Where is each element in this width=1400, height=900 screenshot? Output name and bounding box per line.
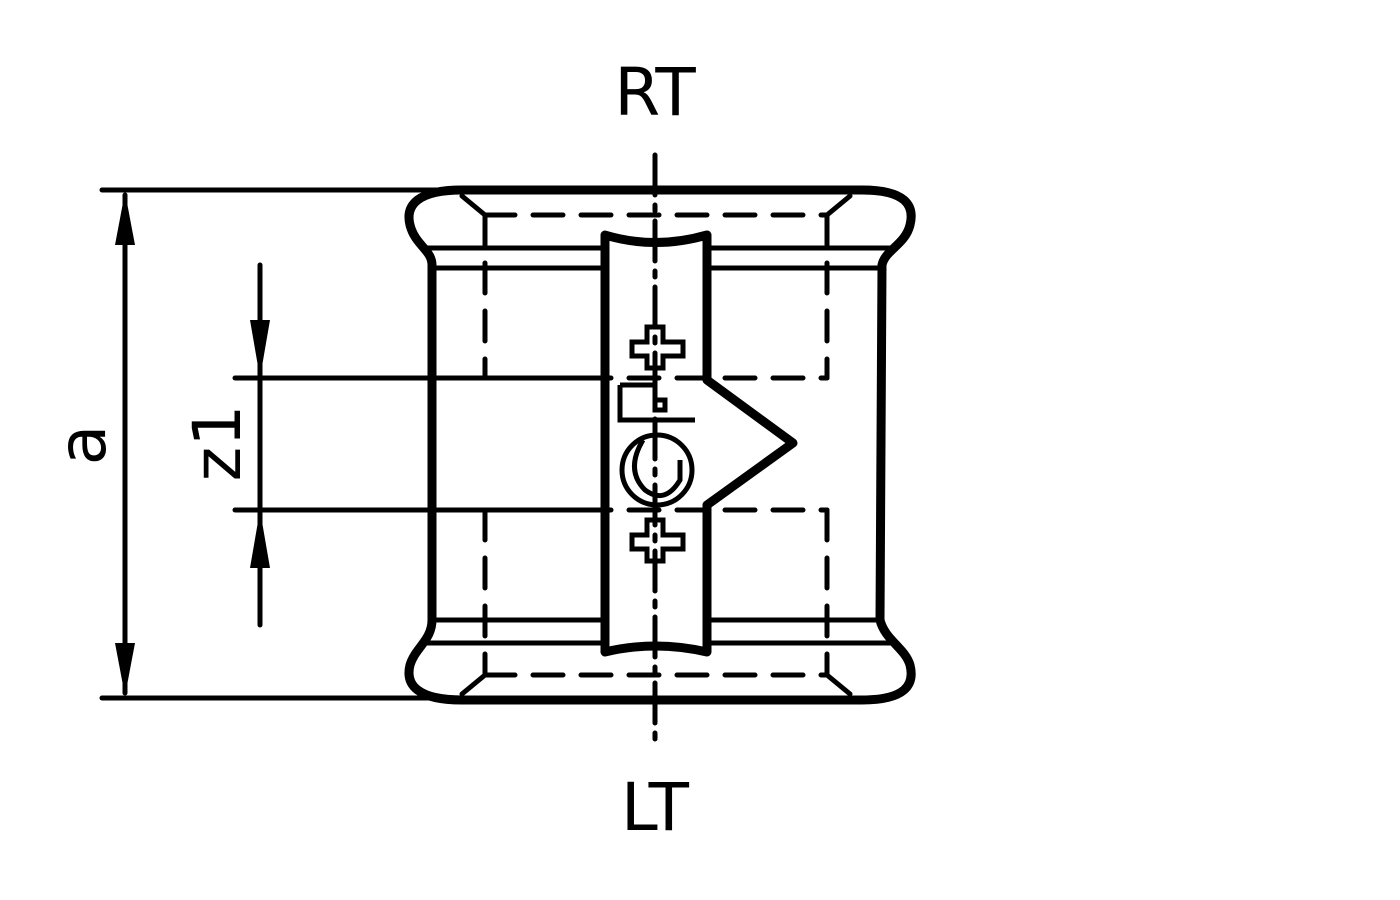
dimension-arrows: [115, 192, 270, 696]
label-lt: LT: [621, 769, 690, 846]
label-a: a: [44, 425, 121, 465]
label-rt: RT: [614, 54, 696, 131]
gf-logo-icon: [617, 324, 695, 564]
label-z1: z1: [179, 405, 256, 482]
center-rib: [600, 230, 798, 657]
coupling-outline: [404, 185, 916, 705]
